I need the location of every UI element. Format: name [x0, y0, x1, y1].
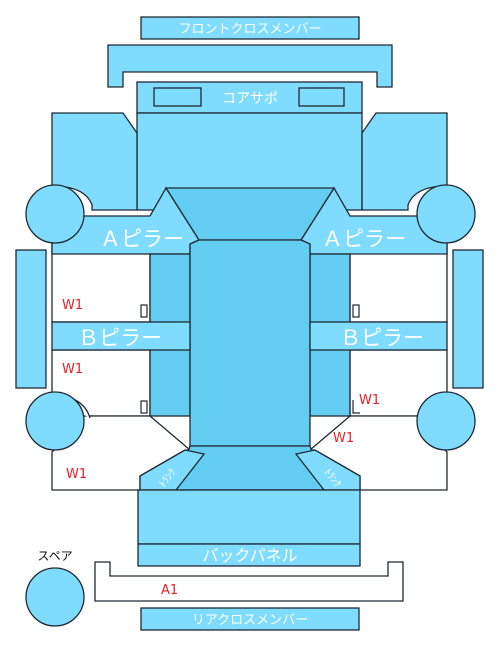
- left-rear-door-handle: [140, 400, 148, 414]
- rear-cross-member-label: リアクロスメンバー: [192, 613, 308, 628]
- left-front-tire[interactable]: [25, 184, 85, 244]
- front-cross-member-label: フロントクロスメンバー: [178, 22, 321, 37]
- spare-tire-label: スペア: [37, 549, 72, 563]
- right-b-pillar-label: Ｂピラー: [340, 326, 424, 350]
- right-rear-tire[interactable]: [416, 391, 476, 451]
- left-b-pillar[interactable]: [51, 321, 191, 351]
- right-b-pillar[interactable]: [309, 321, 448, 351]
- damage-mark-rear-bg: [156, 578, 186, 598]
- trunk-lid[interactable]: [137, 489, 361, 545]
- left-front-door-handle: [140, 304, 148, 318]
- damage-mark-left-upper: W1: [62, 298, 83, 313]
- right-front-tire[interactable]: [416, 184, 476, 244]
- right-a-pillar-label: Ａピラー: [322, 227, 406, 251]
- right-front-door-area: [349, 243, 448, 323]
- rear-bumper[interactable]: [94, 561, 404, 602]
- back-panel-label: バックパネル: [202, 546, 297, 565]
- damage-mark-right-lower: W1: [333, 431, 354, 446]
- left-a-pillar-label: Ａピラー: [100, 227, 184, 251]
- right-side-sill[interactable]: [452, 249, 484, 389]
- roof[interactable]: [189, 239, 311, 447]
- spare-tire[interactable]: [25, 567, 85, 627]
- back-panel[interactable]: [137, 543, 361, 567]
- damage-mark-rear: A1: [161, 583, 178, 598]
- core-support-left-inset: [153, 87, 202, 107]
- right-front-door-handle: [352, 304, 360, 318]
- trunk-right-section[interactable]: [294, 449, 361, 491]
- left-b-pillar-label: Ｂピラー: [78, 326, 162, 350]
- damage-mark-left-middle: W1: [62, 362, 83, 377]
- damage-mark-right-upper: W1: [359, 393, 380, 408]
- rear-cross-member[interactable]: [140, 607, 360, 631]
- right-rear-door-handle: [352, 400, 360, 414]
- front-cross-member[interactable]: [140, 16, 360, 40]
- trunk-left-section[interactable]: [139, 449, 206, 491]
- left-rear-tire[interactable]: [25, 391, 85, 451]
- core-support-right-inset: [298, 87, 345, 107]
- front-bumper-reinforcement[interactable]: [107, 44, 393, 88]
- left-side-sill[interactable]: [15, 249, 47, 389]
- damage-mark-left-lower: W1: [66, 467, 87, 482]
- core-support-label: コアサポ: [222, 91, 278, 107]
